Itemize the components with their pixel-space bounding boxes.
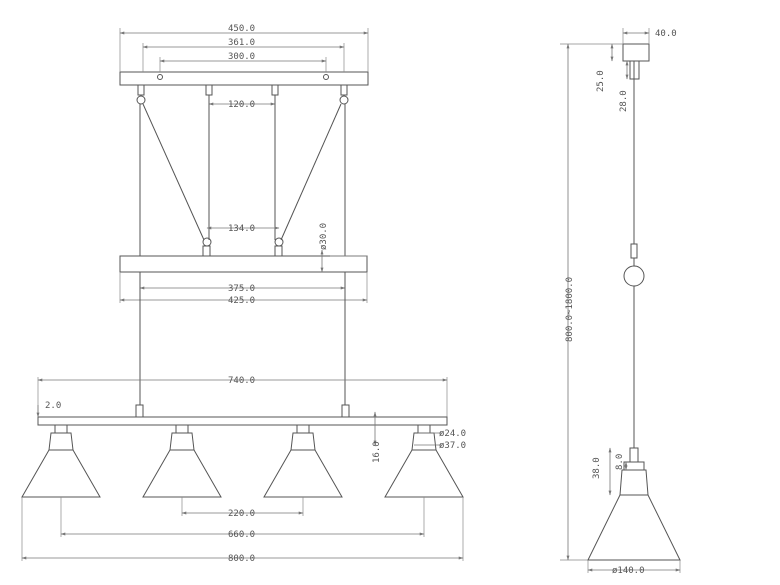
lamp-shade-2 bbox=[142, 424, 222, 498]
lower-cable-spacing-label: 134.0 bbox=[228, 224, 255, 234]
canopy-width-label: 450.0 bbox=[228, 24, 255, 34]
side-canopy-depth-label: 40.0 bbox=[655, 29, 677, 39]
side-lamp-shade: 38.0 8.0 ø140.0 bbox=[587, 447, 681, 576]
lamp-shade-1 bbox=[21, 424, 101, 498]
ceiling-canopy bbox=[119, 71, 369, 105]
shade-dimensions: 220.0 660.0 800.0 bbox=[21, 497, 464, 564]
neck-height-label: 16.0 bbox=[372, 441, 382, 463]
front-view: 450.0 361.0 300.0 120.0 134.0 bbox=[21, 24, 466, 564]
lamp-bar-width-label: 740.0 bbox=[228, 376, 255, 386]
overall-width-label: 800.0 bbox=[228, 554, 255, 564]
socket-height-label: 38.0 bbox=[592, 457, 602, 479]
middle-bar: 375.0 425.0 ø30.0 bbox=[119, 223, 368, 306]
shade-spacing-label: 220.0 bbox=[228, 509, 255, 519]
side-bracket-height-label: 28.0 bbox=[619, 90, 629, 112]
upper-cables bbox=[139, 95, 346, 257]
lamp-shade-4: ø24.0 ø37.0 bbox=[384, 424, 466, 498]
mid-bar-width-label: 425.0 bbox=[228, 296, 255, 306]
mount-spacing-label: 361.0 bbox=[228, 38, 255, 48]
side-canopy-height-label: 25.0 bbox=[596, 70, 606, 92]
canopy-dimensions: 450.0 361.0 300.0 120.0 bbox=[119, 24, 369, 110]
total-drop-label: 800.0~1800.0 bbox=[565, 277, 575, 342]
mid-cable-spacing-label: 375.0 bbox=[228, 284, 255, 294]
side-canopy: 40.0 25.0 28.0 bbox=[596, 28, 677, 112]
cap-diameter-label: ø24.0 bbox=[439, 429, 466, 439]
socket-cap-label: 8.0 bbox=[615, 454, 625, 470]
outer-shade-spacing-label: 660.0 bbox=[228, 530, 255, 540]
screw-spacing-label: 300.0 bbox=[228, 52, 255, 62]
cable-adjuster bbox=[623, 265, 645, 287]
neck-diameter-label: ø37.0 bbox=[439, 441, 466, 451]
shade-diameter-label: ø140.0 bbox=[612, 566, 645, 576]
lamp-shade-3 bbox=[263, 424, 343, 498]
mid-bar-height-label: ø30.0 bbox=[319, 223, 329, 250]
upper-cable-spacing-label: 120.0 bbox=[228, 100, 255, 110]
bar-offset-label: 2.0 bbox=[45, 401, 61, 411]
lamp-bar: 740.0 2.0 16.0 bbox=[36, 376, 448, 463]
side-view: 40.0 25.0 28.0 800.0~1800.0 38.0 8.0 bbox=[560, 28, 681, 576]
